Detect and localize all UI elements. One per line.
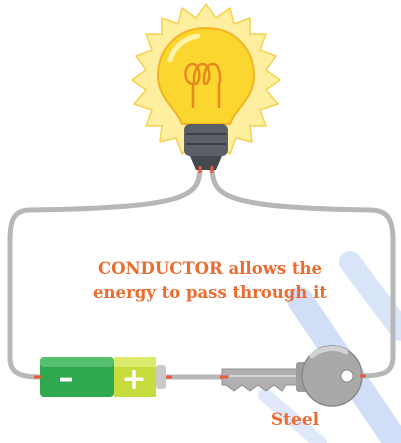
battery-icon: – + [34,357,172,397]
light-bulb-icon [131,3,281,173]
battery-positive-symbol: + [121,362,146,397]
circuit-wire [7,167,396,380]
material-label: Steel [270,410,320,430]
battery-negative-symbol: – [59,361,74,396]
key-icon [220,345,366,407]
bulb-base [184,124,228,156]
caption-line-1: CONDUCTOR allows the [97,259,323,278]
caption-line-2: energy to pass through it [93,283,327,302]
